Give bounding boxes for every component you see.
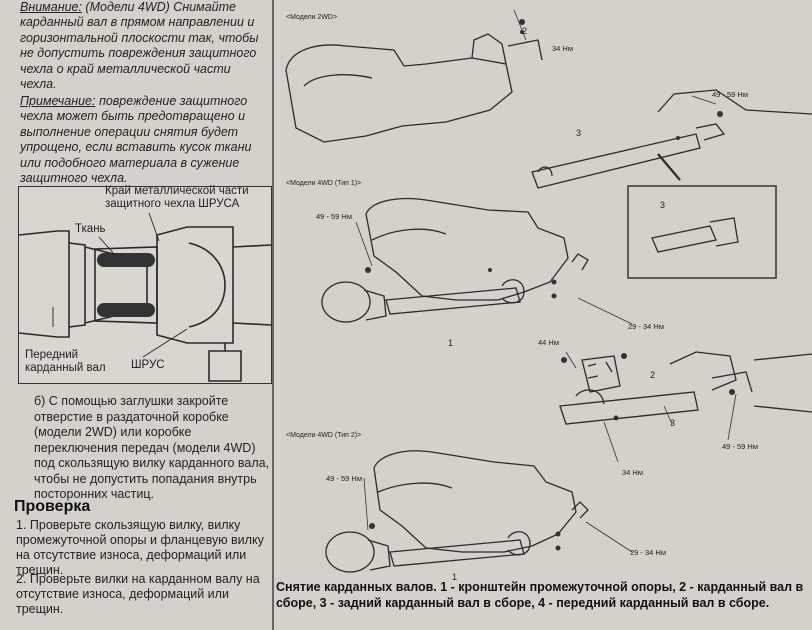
- section-label-4wd-type1: <Модели 4WD (Тип 1)>: [286, 180, 362, 187]
- label-front-shaft: Передний карданный вал: [25, 349, 106, 374]
- check-item-2: 2. Проверьте вилки на карданном валу на …: [16, 572, 260, 616]
- warning-paragraph: Внимание: (Модели 4WD) Снимайте карданны…: [20, 0, 266, 92]
- callout-2-top: 2: [522, 26, 528, 36]
- warning-text: (Модели 4WD) Снимайте карданный вал в пр…: [20, 0, 259, 92]
- torque-44nm: 44 Нм: [538, 338, 559, 347]
- boot-inset-drawing: [19, 212, 271, 382]
- callout-3-type1: 3: [670, 418, 676, 428]
- callout-1-type1: 1: [448, 338, 454, 348]
- callout-3-2wd: 3: [576, 128, 582, 138]
- note-text: повреждение защитного чехла может быть п…: [20, 94, 252, 186]
- label-cloth: Ткань: [75, 223, 106, 235]
- section-label-4wd-type2: <Модели 4WD (Тип 2)>: [286, 432, 362, 439]
- check-item-1: 1. Проверьте скользящую вилку, вилку про…: [16, 518, 264, 577]
- label-boot-edge: Край металлической части защитного чехла…: [105, 185, 249, 210]
- torque-49-59nm-type1: 49 - 59 Нм: [316, 212, 353, 221]
- propshaft-diagram: <Модели 2WD> <Модели 4WD (Тип 1)> <Модел…: [276, 0, 812, 630]
- note-paragraph: Примечание: повреждение защитного чехла …: [20, 94, 266, 186]
- note-label: Примечание:: [20, 94, 96, 108]
- torque-49-59nm-rear: 49 - 59 Нм: [722, 442, 759, 451]
- torque-49-59nm-top: 49 - 59 Нм: [712, 90, 749, 99]
- torque-29-34nm-type2: 29 - 34 Нм: [630, 548, 667, 557]
- figure-caption: Снятие карданных валов. 1 - кронштейн пр…: [276, 580, 804, 610]
- section-heading-check: Проверка: [14, 498, 91, 515]
- column-divider: [272, 0, 274, 630]
- section-label-2wd: <Модели 2WD>: [286, 14, 338, 21]
- torque-49-59nm-type2: 49 - 59 Нм: [326, 474, 363, 483]
- exploded-view-drawing: [285, 9, 812, 573]
- callout-3-detail: 3: [660, 200, 666, 210]
- torque-34nm-bracket: 34 Нм: [622, 468, 643, 477]
- warning-label: Внимание:: [20, 0, 82, 14]
- left-column: Внимание: (Модели 4WD) Снимайте карданны…: [8, 0, 272, 630]
- boot-inset-figure: Край металлической части защитного чехла…: [18, 185, 272, 384]
- torque-29-34nm-type1: 29 - 34 Нм: [628, 322, 665, 331]
- callout-2-bracket: 2: [650, 370, 656, 380]
- step-b-text: б) С помощью заглушки закройте отверстие…: [34, 394, 270, 501]
- torque-34nm-top: 34 Нм: [552, 44, 573, 53]
- label-cv-joint: ШРУС: [131, 359, 165, 371]
- callout-1-type2: 1: [452, 572, 458, 582]
